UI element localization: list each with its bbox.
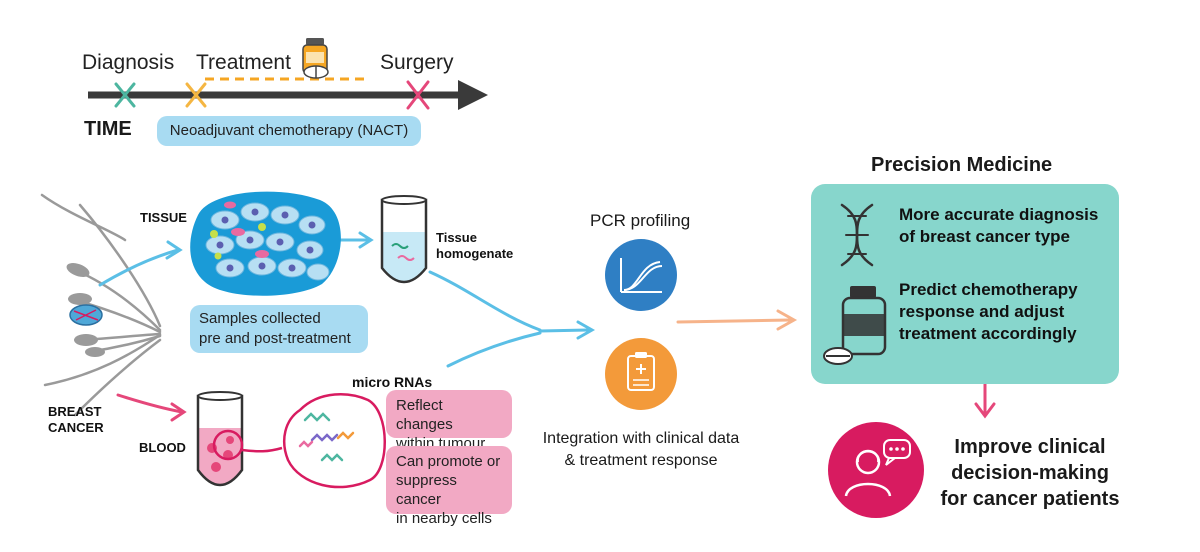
arrow-to-tissue	[98, 240, 183, 287]
micro-rna-strands	[298, 412, 355, 462]
nact-pill: Neoadjuvant chemotherapy (NACT)	[157, 116, 421, 146]
promote-line3: in nearby cells	[396, 510, 492, 527]
medicine-bottle-large-icon	[841, 286, 887, 356]
micro-rnas-label: micro RNAs	[352, 374, 433, 390]
pm-item2-line3: treatment accordingly	[899, 324, 1077, 343]
tumour-icon	[69, 304, 103, 326]
arrow-to-pcr	[428, 270, 596, 368]
breast-illustration	[40, 193, 162, 417]
pm-item-diagnosis: More accurate diagnosis of breast cancer…	[899, 204, 1098, 248]
speech-bubble-icon	[883, 439, 911, 466]
blood-tube-icon	[196, 391, 244, 487]
arrow-to-precision	[676, 309, 798, 331]
improve-line3: for cancer patients	[940, 488, 1120, 510]
integration-label: Integration with clinical data & treatme…	[536, 428, 746, 472]
pm-item-chemotherapy: Predict chemotherapy response and adjust…	[899, 279, 1078, 345]
diagnosis-marker	[114, 82, 136, 108]
tissue-homogenate-line2: homogenate	[436, 246, 514, 261]
breast-line1: BREAST	[48, 404, 102, 419]
tissue-homogenate-line1: Tissue	[436, 230, 477, 245]
improve-line1: Improve clinical	[954, 436, 1106, 458]
integration-line2: & treatment response	[564, 452, 718, 469]
breast-line2: CANCER	[48, 420, 104, 435]
improve-decision-label: Improve clinical decision-making for can…	[930, 434, 1130, 512]
zoom-connector	[241, 393, 386, 489]
tissue-sample-illustration	[190, 191, 341, 296]
reflect-changes-box: Reflect changes within tumour	[386, 390, 512, 452]
promote-line1: Can promote or	[396, 453, 501, 470]
pill-icon	[303, 65, 329, 79]
treatment-marker	[185, 82, 207, 108]
arrow-to-blood	[116, 393, 187, 422]
clipboard-icon	[605, 338, 677, 410]
blood-label: BLOOD	[139, 440, 186, 455]
pcr-curve-icon	[605, 239, 677, 311]
surgery-marker	[406, 80, 430, 110]
pm-item1-line2: of breast cancer type	[899, 227, 1071, 246]
promote-suppress-box: Can promote or suppress cancer in nearby…	[386, 446, 512, 527]
pcr-profiling-label: PCR profiling	[590, 211, 691, 230]
reflect-line1: Reflect changes	[396, 397, 453, 433]
timeline-arrow	[88, 77, 488, 110]
milk-ducts	[66, 263, 105, 357]
promote-line2: suppress cancer	[396, 472, 457, 508]
time-label: TIME	[84, 118, 132, 140]
surgery-label: Surgery	[380, 51, 454, 74]
pill-large-icon	[823, 347, 853, 365]
precision-medicine-box	[811, 184, 1119, 384]
breast-cancer-label: BREAST CANCER	[48, 404, 104, 436]
improve-line2: decision-making	[951, 462, 1109, 484]
diagnosis-label: Diagnosis	[82, 51, 175, 74]
doctor-icon	[828, 422, 924, 518]
tissue-homogenate-label: Tissue homogenate	[436, 230, 513, 262]
pm-item1-line1: More accurate diagnosis	[899, 205, 1099, 224]
precision-medicine-title: Precision Medicine	[871, 154, 1053, 176]
samples-line1: Samples collected	[199, 310, 321, 327]
samples-collected-box: Samples collected pre and post-treatment	[190, 305, 368, 353]
dna-icon	[840, 203, 874, 267]
integration-line1: Integration with clinical data	[542, 430, 740, 447]
pm-item2-line2: response and adjust	[899, 302, 1065, 321]
samples-line2: pre and post-treatment	[199, 330, 351, 347]
treatment-label: Treatment	[196, 51, 291, 74]
homogenate-tube-icon	[380, 195, 428, 284]
pm-item2-line1: Predict chemotherapy	[899, 280, 1078, 299]
tissue-label: TISSUE	[140, 210, 187, 225]
